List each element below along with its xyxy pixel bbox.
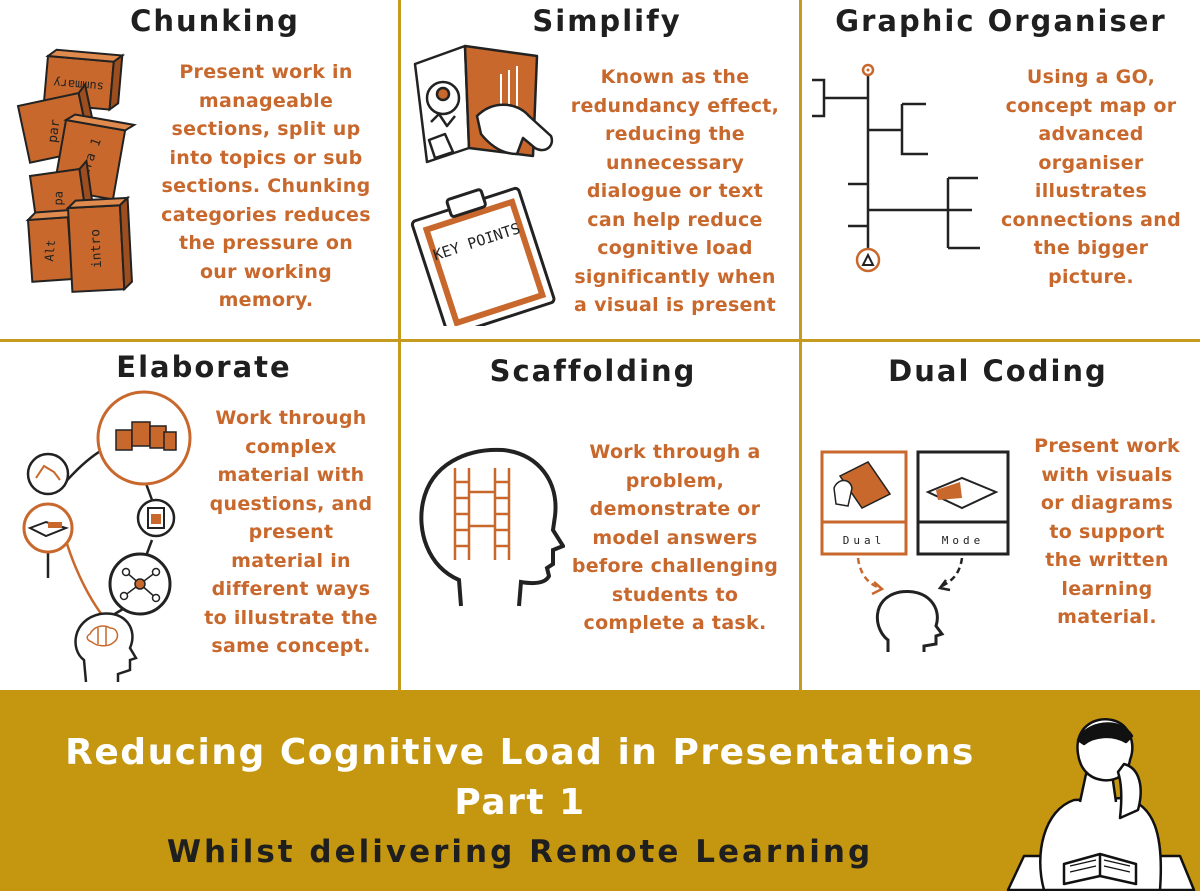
description-line: demonstrate or (589, 498, 761, 520)
svg-text:pa: pa (51, 191, 65, 206)
cell-title: Simplify (532, 4, 682, 38)
description-line: Work through a (589, 441, 761, 463)
cell-description: Using a GO, concept map or advanced organi… (980, 63, 1200, 291)
cell-title: Chunking (130, 4, 300, 38)
student-reading-illustration (1006, 718, 1196, 891)
description-line: the bigger (1033, 237, 1149, 259)
description-line: questions, and (209, 492, 373, 515)
infographic-grid: Chunking summary par para 1 pa (0, 0, 1200, 690)
description-line: complex (245, 435, 337, 458)
cell-title: Elaborate (116, 350, 292, 384)
description-line: model answers (592, 526, 758, 549)
banner-subtitle: Whilst delivering Remote Learning (166, 834, 874, 870)
card-label: Dual (843, 534, 886, 547)
description-line: picture. (1048, 265, 1134, 288)
cell-dual-coding: Dual Coding Dual Mode Present work with v… (802, 342, 1200, 690)
tree-diagram-illustration (812, 63, 980, 273)
description-line: dialogue or text (586, 180, 764, 202)
description-line: with visuals (1041, 463, 1173, 486)
description-line: same concept. (211, 635, 371, 657)
description-line: cognitive load (597, 237, 753, 259)
head-with-ladder-illustration (419, 447, 565, 607)
cell-description: Work through complex material with questio… (190, 404, 392, 661)
description-line: or diagrams (1040, 492, 1174, 514)
cell-title: Dual Coding (888, 354, 1108, 388)
cell-chunking: Chunking summary par para 1 pa (0, 0, 398, 339)
cell-title: Graphic Organiser (835, 4, 1167, 38)
card-label: Mode (942, 534, 985, 547)
description-line: reducing the (605, 123, 745, 145)
block-label: Alt (42, 239, 58, 262)
row-divider (0, 339, 1200, 342)
stacked-blocks-illustration: summary par para 1 pa Alt (16, 48, 137, 293)
description-line: advanced (1038, 123, 1144, 145)
description-line: unnecessary (605, 151, 745, 174)
description-line: manageable (198, 89, 334, 112)
cell-title: Scaffolding (489, 354, 697, 388)
description-line: redundancy effect, (570, 94, 780, 117)
svg-text:par: par (45, 118, 63, 144)
footer-banner: Reducing Cognitive Load in Presentations… (0, 690, 1200, 891)
description-line: our working (199, 260, 333, 283)
description-line: Work through (215, 407, 367, 429)
description-line: material with (217, 464, 365, 486)
description-line: into topics or sub (169, 146, 363, 169)
dual-mode-cards-illustration: Dual Mode (820, 450, 1010, 652)
description-line: to illustrate the (204, 606, 378, 629)
description-line: a visual is present (574, 294, 776, 316)
description-line: significantly when (574, 265, 776, 288)
cell-scaffolding: Scaffolding Work through a problem, demons… (401, 342, 799, 690)
description-line: to support (1049, 520, 1165, 543)
description-line: the pressure on (178, 232, 354, 254)
description-line: the written (1045, 549, 1169, 571)
description-line: Present work in (179, 61, 353, 83)
block-label: summary (53, 76, 105, 94)
description-line: problem, (625, 469, 725, 492)
description-line: concept map or (1005, 94, 1177, 117)
description-line: sections, split up (171, 118, 361, 140)
description-line: present (248, 521, 334, 543)
column-divider (398, 0, 401, 690)
description-line: students to (611, 583, 739, 606)
description-line: learning (1061, 577, 1153, 600)
connected-circles-illustration (22, 390, 192, 683)
cell-description: Present work with visuals or diagrams to s… (1014, 432, 1200, 632)
description-line: categories reduces (161, 203, 371, 226)
description-line: connections and (1000, 208, 1182, 231)
banner-title-part: Part 1 (454, 782, 586, 823)
description-line: illustrates (1034, 180, 1148, 202)
description-line: different ways (211, 578, 371, 600)
description-line: material. (1057, 606, 1157, 628)
description-line: complete a task. (583, 612, 767, 634)
cell-description: Present work in manageable sections, split… (142, 58, 390, 315)
cell-graphic-organiser: Graphic Organiser (802, 0, 1200, 339)
description-line: sections. Chunking (161, 175, 371, 197)
cell-description: Work through a problem, demonstrate or mod… (557, 438, 793, 638)
banner-title: Reducing Cognitive Load in Presentations (65, 732, 975, 773)
description-line: can help reduce (587, 208, 763, 231)
description-line: Using a GO, (1026, 66, 1156, 88)
description-line: Present work (1034, 435, 1180, 457)
cell-elaborate: Elaborate (0, 342, 398, 690)
cell-simplify: Simplify KEY POINTS Known as the redundan… (401, 0, 799, 339)
block-label: intro (88, 229, 105, 269)
cell-description: Known as the redundancy effect, reducing t… (557, 63, 793, 320)
column-divider (799, 0, 802, 690)
description-line: before challenging (571, 555, 779, 577)
description-line: Known as the (600, 66, 750, 88)
hand-book-clipboard-illustration: KEY POINTS (410, 44, 556, 326)
description-line: organiser (1038, 151, 1144, 174)
description-line: memory. (218, 289, 314, 311)
description-line: material in (231, 549, 351, 572)
